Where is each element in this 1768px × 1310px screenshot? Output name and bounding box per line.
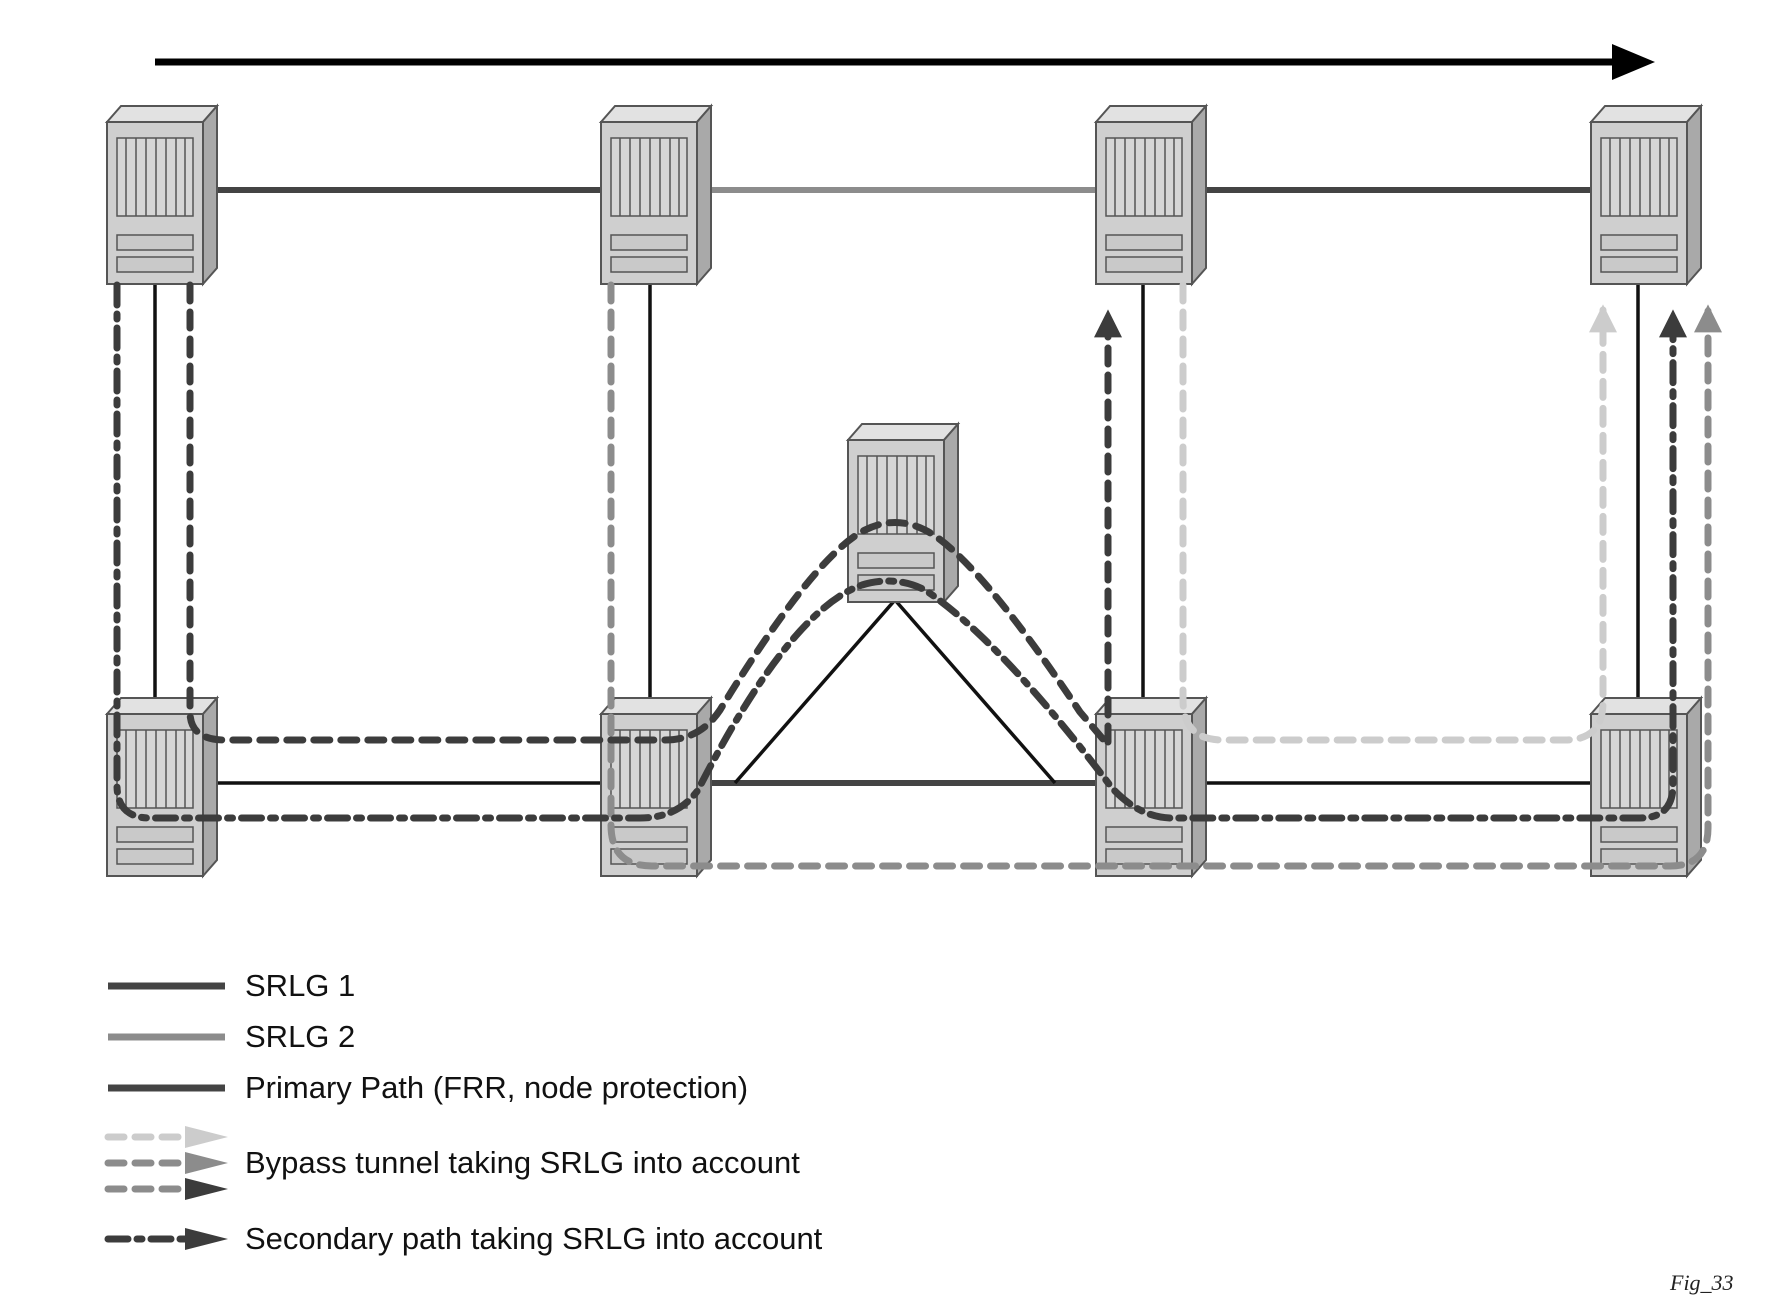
network-links	[153, 187, 1640, 786]
routers	[106, 105, 1702, 877]
bypass-tunnel-dark	[186, 281, 1122, 749]
bypass-tunnel-light	[1179, 281, 1617, 744]
legend-item-bypass: Bypass tunnel taking SRLG into account	[104, 1126, 800, 1200]
protection-paths	[113, 281, 1722, 870]
link-primary-tri-right	[893, 598, 1057, 785]
bypass-tunnel-mid	[607, 281, 1722, 870]
legend-label-primary: Primary Path (FRR, node protection)	[245, 1070, 748, 1105]
secondary-path	[113, 281, 1687, 822]
legend-item-secondary: Secondary path taking SRLG into account	[104, 1221, 823, 1256]
router-chassis-icon	[600, 105, 712, 285]
direction-arrow-icon	[155, 44, 1655, 80]
legend-label-srlg2: SRLG 2	[245, 1019, 355, 1054]
legend-item-srlg1: SRLG 1	[108, 968, 355, 1003]
legend-label-srlg1: SRLG 1	[245, 968, 355, 1003]
legend: SRLG 1 SRLG 2 Primary Path (FRR, node pr…	[104, 968, 823, 1256]
legend-label-secondary: Secondary path taking SRLG into account	[245, 1221, 823, 1256]
legend-label-bypass: Bypass tunnel taking SRLG into account	[245, 1145, 800, 1180]
router-chassis-icon	[1095, 105, 1207, 285]
legend-item-srlg2: SRLG 2	[108, 1019, 355, 1054]
router-chassis-icon	[106, 105, 218, 285]
router-chassis-icon	[106, 697, 218, 877]
figure-label: Fig_33	[1669, 1270, 1734, 1295]
router-chassis-icon	[847, 423, 959, 603]
router-chassis-icon	[1590, 697, 1702, 877]
legend-item-primary: Primary Path (FRR, node protection)	[108, 1070, 748, 1105]
router-chassis-icon	[1590, 105, 1702, 285]
link-primary-tri-left	[733, 598, 897, 785]
